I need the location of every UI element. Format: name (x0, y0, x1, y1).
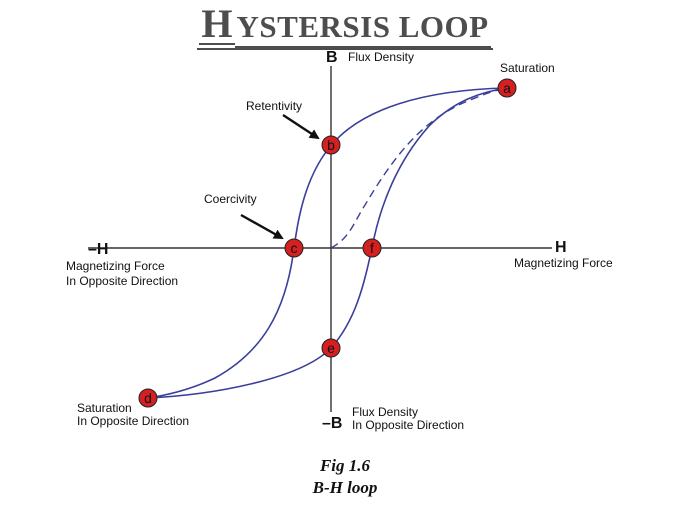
svg-text:d: d (144, 390, 152, 406)
point-e: e (321, 338, 341, 358)
neg-h-axis-label: –H (88, 241, 108, 258)
point-f: f (362, 238, 382, 258)
retentivity-arrow (282, 113, 320, 140)
coercivity-arrow (240, 213, 284, 240)
svg-text:b: b (327, 137, 335, 153)
coercivity-label: Coercivity (204, 192, 257, 206)
neg-h-axis-description-1: Magnetizing Force (66, 259, 165, 273)
point-d: d (138, 388, 158, 408)
b-axis-label: B (326, 49, 338, 66)
h-axis-label: H (555, 239, 567, 256)
b-axis-description: Flux Density (348, 50, 414, 64)
neg-b-axis-description-2: In Opposite Direction (352, 418, 464, 432)
svg-text:f: f (370, 240, 374, 256)
point-c: c (284, 238, 304, 258)
svg-text:a: a (503, 80, 511, 96)
point-a: a (497, 78, 517, 98)
h-axis-description: Magnetizing Force (514, 256, 613, 270)
neg-b-axis-label: –B (322, 415, 342, 432)
initial-magnetization-curve (330, 88, 506, 249)
point-b: b (321, 135, 341, 155)
saturation-label: Saturation (500, 61, 555, 75)
svg-text:c: c (291, 240, 298, 256)
figure-number: Fig 1.6 (319, 456, 371, 475)
retentivity-label: Retentivity (246, 99, 302, 113)
neg-b-axis-description-1: Flux Density (352, 405, 418, 419)
saturation-opposite-label-1: Saturation (77, 401, 132, 415)
figure-caption: B-H loop (312, 478, 378, 497)
neg-h-axis-description-2: In Opposite Direction (66, 274, 178, 288)
saturation-opposite-label-2: In Opposite Direction (77, 414, 189, 428)
svg-text:e: e (327, 340, 335, 356)
